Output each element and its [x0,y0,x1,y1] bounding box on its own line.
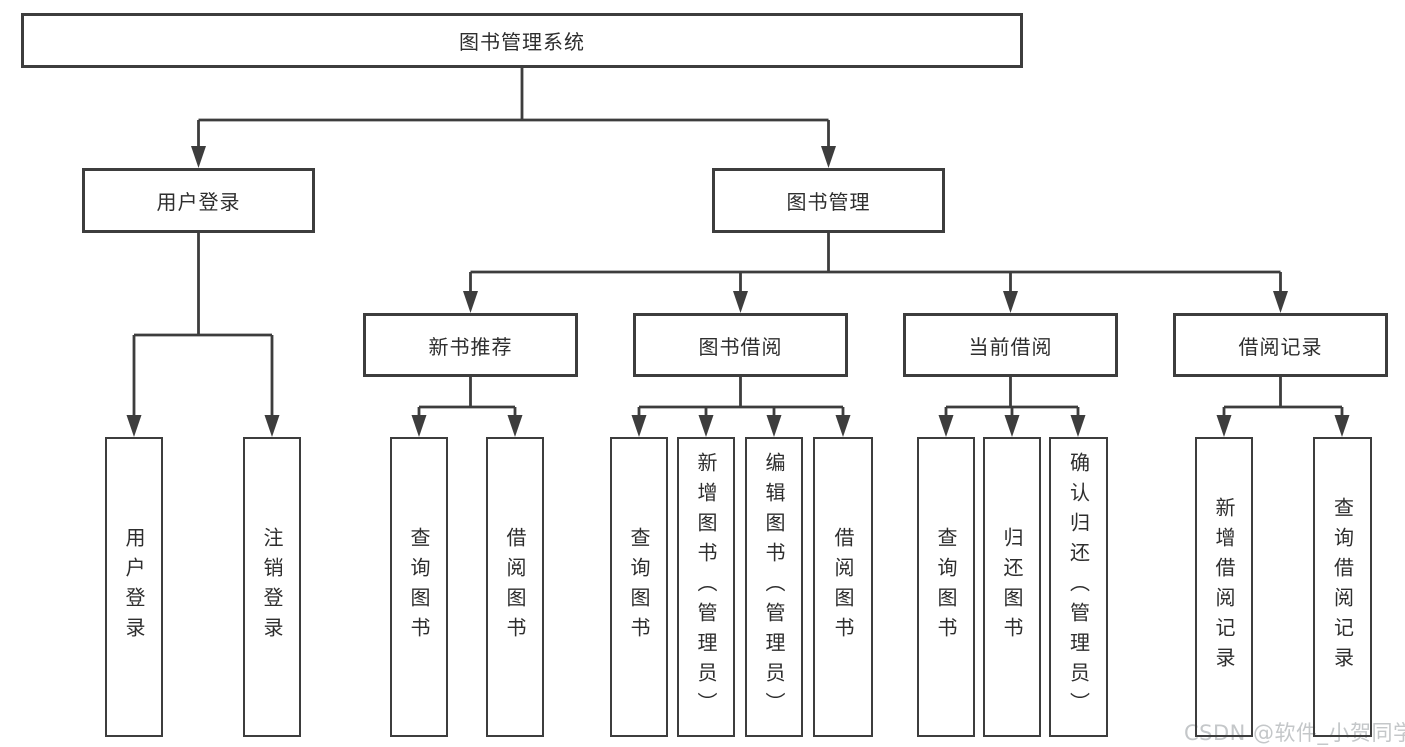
node-leaf-return-books: 归还图书 [983,437,1041,737]
leaf-label: 查询图书 [934,527,958,647]
node-new-book-recommend: 新书推荐 [363,313,578,377]
leaf-label: 确认归还（管理员） [1066,452,1091,722]
leaf-label: 借阅图书 [503,527,527,647]
node-leaf-recommend-query-books: 查询图书 [390,437,448,737]
leaf-label: 借阅图书 [831,527,855,647]
node-leaf-user-login: 用户登录 [105,437,163,737]
leaf-label: 查询图书 [407,527,431,647]
node-borrow-record: 借阅记录 [1173,313,1388,377]
leaf-label: 新增图书（管理员） [694,452,718,722]
node-leaf-edit-book-admin: 编辑图书（管理员） [745,437,803,737]
node-leaf-confirm-return-admin: 确认归还（管理员） [1049,437,1108,737]
node-book-borrow: 图书借阅 [633,313,848,377]
node-leaf-borrow-query-books: 查询图书 [610,437,668,737]
node-leaf-add-book-admin: 新增图书（管理员） [677,437,735,737]
leaf-label: 编辑图书（管理员） [762,452,786,722]
node-leaf-logout: 注销登录 [243,437,301,737]
node-root-system: 图书管理系统 [21,13,1023,68]
leaf-label: 查询借阅记录 [1330,497,1355,677]
leaf-label: 新增借阅记录 [1212,497,1236,677]
node-leaf-recommend-borrow-books: 借阅图书 [486,437,544,737]
node-leaf-add-borrow-record: 新增借阅记录 [1195,437,1253,737]
leaf-label: 查询图书 [627,527,651,647]
node-leaf-borrow-books: 借阅图书 [813,437,873,737]
node-book-management: 图书管理 [712,168,945,233]
node-leaf-query-borrow-record: 查询借阅记录 [1313,437,1372,737]
leaf-label: 注销登录 [260,527,284,647]
csdn-watermark: CSDN @软件_小贺同学 [1184,721,1405,745]
node-current-borrow: 当前借阅 [903,313,1118,377]
arrowheads [126,146,1350,437]
leaf-label: 用户登录 [122,527,146,647]
node-user-login: 用户登录 [82,168,315,233]
leaf-label: 归还图书 [1000,527,1024,647]
node-leaf-current-query-books: 查询图书 [917,437,975,737]
